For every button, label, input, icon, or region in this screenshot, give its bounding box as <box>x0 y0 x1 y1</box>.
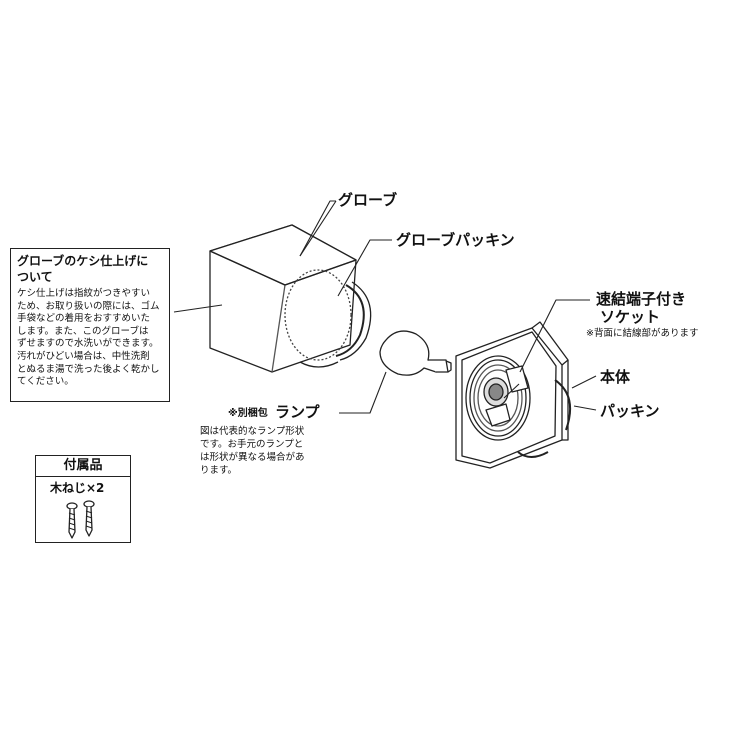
note-body: ケシ仕上げは指紋がつきやすい ため、お取り扱いの際には、ゴム 手袋などの着用をお… <box>17 288 163 389</box>
socket-body <box>455 321 572 469</box>
lamp-note-line4: ります。 <box>200 465 238 476</box>
lamp-note-line2: です。お手元のランプと <box>200 439 304 450</box>
leader-lines <box>173 200 597 414</box>
lamp-note-line1: 図は代表的なランプ形状 <box>200 426 305 437</box>
note-line: します。また、このグローブは <box>17 325 149 337</box>
socket-note: ※背面に結線部があります <box>586 328 699 339</box>
note-title-line2: ついて <box>17 270 53 284</box>
note-line: てください。 <box>17 376 74 388</box>
body-label: 本体 <box>600 368 631 386</box>
lamp-label: ランプ <box>275 403 320 421</box>
globe-cube <box>209 224 357 373</box>
note-line: ずせますので水洗いができます。 <box>17 338 159 350</box>
note-title-line1: グローブのケシ仕上げに <box>17 254 149 268</box>
lamp-bulb <box>379 330 452 376</box>
wood-screw-icon <box>66 500 95 539</box>
note-line: ため、お取り扱いの際には、ゴム <box>17 300 160 312</box>
globe-packing-label: グローブパッキン <box>396 231 515 249</box>
accessories-item: 木ねじ×2 <box>50 481 105 495</box>
socket-label-line1: 速結端子付き <box>596 290 687 308</box>
globe-packing-dotted <box>284 269 352 361</box>
note-line: とぬるま湯で洗った後よく乾かし <box>17 363 160 375</box>
lamp-prefix-label: ※別梱包 <box>228 408 268 419</box>
note-line: 汚れがひどい場合は、中性洗剤 <box>17 350 150 362</box>
accessories-box: 付属品 木ねじ×2 <box>35 455 131 543</box>
accessories-title: 付属品 <box>36 456 130 477</box>
globe-back-rim <box>299 281 372 368</box>
lamp-note-line3: は形状が異なる場合があ <box>200 452 305 463</box>
packing-label: パッキン <box>600 402 660 420</box>
note-line: ケシ仕上げは指紋がつきやすい <box>17 288 151 299</box>
finish-note-box: グローブのケシ仕上げに ついて ケシ仕上げは指紋がつきやすい ため、お取り扱いの… <box>10 248 170 402</box>
note-line: 手袋などの着用をおすすめいた <box>17 313 151 325</box>
socket-label-line2: ソケット <box>600 308 661 326</box>
globe-label: グローブ <box>338 191 398 209</box>
